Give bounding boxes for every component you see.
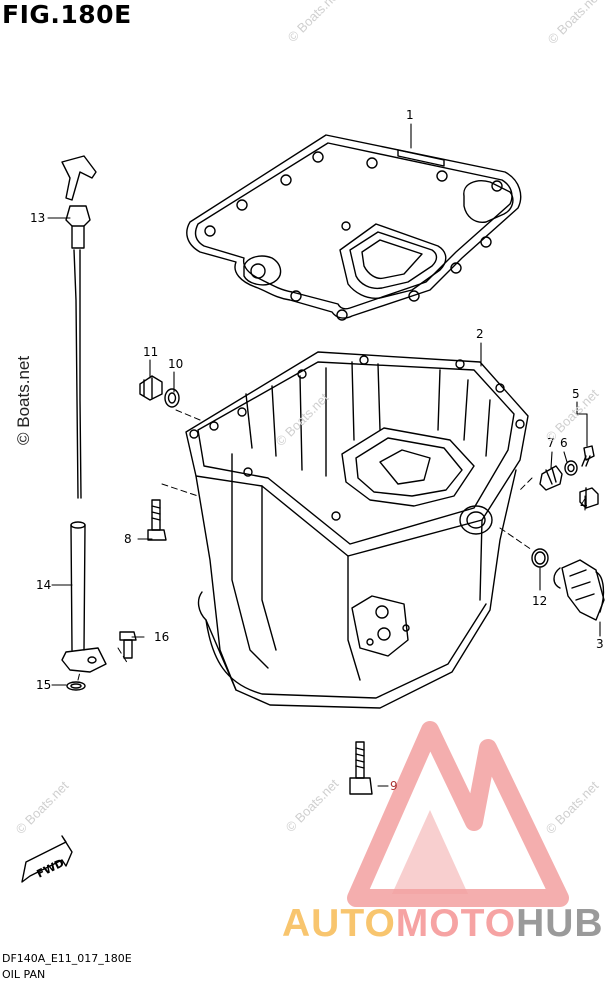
callout-6: 6 [560, 436, 568, 450]
part-6-gasket [564, 460, 578, 476]
callout-2: 2 [476, 327, 484, 341]
diagram-caption: OIL PAN [2, 968, 46, 981]
brand-logo-icon [347, 721, 569, 907]
callout-10: 10 [168, 357, 184, 371]
part-5-screw [581, 445, 595, 467]
callout-16: 16 [154, 630, 170, 644]
part-12-oring [531, 548, 549, 568]
callout-9: 9 [390, 779, 398, 793]
callout-5: 5 [572, 387, 580, 401]
callout-13: 13 [30, 211, 46, 225]
callout-8: 8 [124, 532, 132, 546]
part-9-bolt [349, 741, 373, 795]
part-4-plug [579, 487, 599, 509]
callout-11: 11 [143, 345, 159, 359]
part-15-oring [66, 681, 86, 691]
part-13-dipstick [61, 155, 97, 499]
callout-1: 1 [406, 108, 414, 122]
figure-title: FIG.180E [2, 0, 132, 29]
callout-15: 15 [36, 678, 52, 692]
part-10-gasket [164, 388, 180, 408]
callout-14: 14 [36, 578, 52, 592]
diagram-code: DF140A_E11_017_180E [2, 952, 132, 965]
callout-3: 3 [596, 637, 604, 651]
callout-7: 7 [547, 436, 555, 450]
callout-12: 12 [532, 594, 548, 608]
part-16-bolt [119, 631, 137, 659]
fwd-arrow [21, 835, 73, 883]
part-11-plug [139, 375, 163, 401]
part-1-gasket [186, 134, 522, 321]
part-3-switch [553, 559, 605, 621]
part-8-bolt [147, 499, 167, 541]
watermark-side: © Boats.net [14, 355, 33, 445]
brand-wordmark: AUTOMOTOHUB [282, 902, 604, 945]
callout-4: 4 [580, 497, 588, 511]
part-14-guide [61, 521, 107, 673]
part-7-union [539, 465, 563, 491]
part-2-oil-pan [185, 351, 529, 709]
